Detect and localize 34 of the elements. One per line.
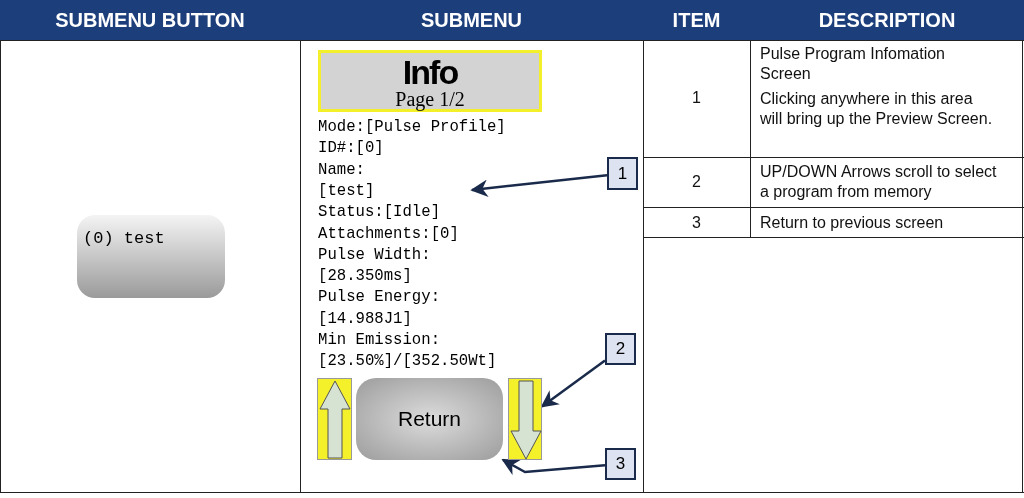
title-panel: Info Page 1/2 bbox=[318, 50, 542, 112]
description-text: Return to previous screen bbox=[760, 213, 945, 233]
leader-line bbox=[470, 173, 608, 197]
screen-text-line: Pulse Energy: bbox=[318, 286, 440, 309]
screen-text-line: [test] bbox=[318, 179, 375, 202]
column-header: DESCRIPTION bbox=[750, 0, 1024, 40]
callout-number: 3 bbox=[605, 448, 636, 480]
screen-text-line: [14.988J1] bbox=[318, 307, 412, 330]
item-number: 2 bbox=[691, 172, 702, 192]
screen-text-line: Attachments:[0] bbox=[318, 222, 459, 245]
column-header: SUBMENU BUTTON bbox=[0, 0, 300, 40]
column-header: ITEM bbox=[643, 0, 750, 40]
screen-text-line: [28.350ms] bbox=[318, 265, 412, 288]
screen-text-line: Status:[Idle] bbox=[318, 201, 440, 224]
description-text: Clicking anywhere in this area will bring up the Preview Screen. bbox=[760, 89, 994, 129]
screen-text-line: Min Emission: bbox=[318, 329, 440, 351]
description-text: Pulse Program Infomation Screen bbox=[760, 44, 946, 84]
screen-text-line: [23.50%]/[352.50Wt] bbox=[318, 350, 497, 373]
submenu-button: (0) test bbox=[77, 215, 225, 298]
callout-number: 1 bbox=[607, 157, 638, 190]
screen-text-line: Mode:[Pulse Profile] bbox=[318, 116, 506, 138]
screen-text-line: Name: bbox=[318, 158, 365, 181]
leader-line bbox=[540, 359, 606, 408]
item-number: 3 bbox=[691, 213, 702, 233]
down-arrow-button bbox=[508, 378, 542, 460]
callout-number: 2 bbox=[605, 333, 636, 365]
leader-line bbox=[501, 458, 606, 476]
return-button: Return bbox=[356, 378, 503, 460]
up-arrow-button bbox=[317, 378, 352, 460]
item-number: 1 bbox=[691, 88, 702, 108]
description-text: UP/DOWN Arrows scroll to select a program from memory bbox=[760, 162, 998, 202]
screen-text-line: ID#:[0] bbox=[318, 137, 384, 160]
column-header: SUBMENU bbox=[300, 0, 643, 40]
screen-text-line: Pulse Width: bbox=[318, 243, 431, 266]
